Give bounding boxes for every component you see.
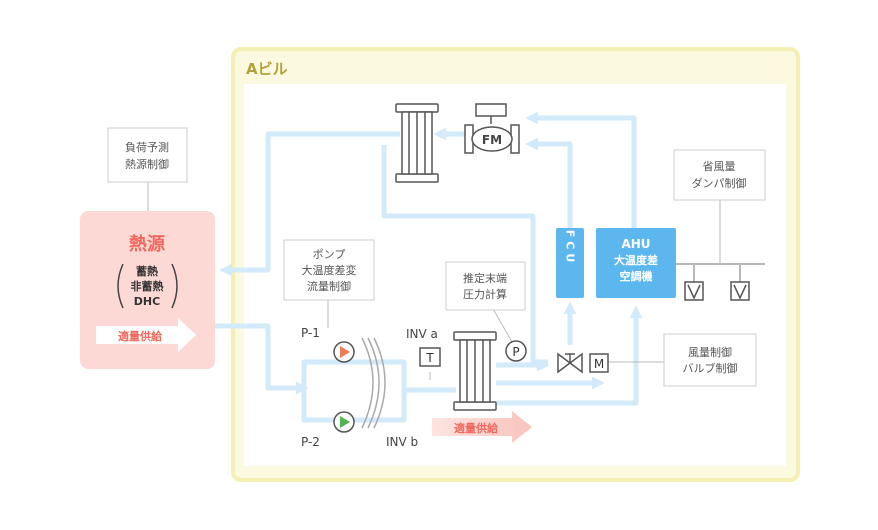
heat-source-line-2: 非蓄熱 xyxy=(131,279,164,293)
valve-motor-label: M xyxy=(594,357,604,371)
load-forecast-line-1: 負荷予測 xyxy=(125,140,169,154)
ahu-line-1: AHU xyxy=(621,237,650,251)
heat-source-bracket-right xyxy=(171,263,178,309)
damper-icon xyxy=(684,281,750,301)
heat-supply-label: 適量供給 xyxy=(118,329,163,343)
fan-damper-box: 省風量 ダンパ制御 xyxy=(673,149,766,201)
pump-p1 xyxy=(333,341,355,363)
pipe-ahu-to-fm xyxy=(525,111,637,228)
air-valve-line-1: 風量制御 xyxy=(688,345,732,359)
inverter-b-label: INV b xyxy=(386,435,418,449)
bottom-supply-arrow: 適量供給 xyxy=(432,411,532,443)
fcu-unit: FCU xyxy=(556,228,584,298)
fan-damper-line-1: 省風量 xyxy=(703,160,736,173)
pipe-supply-main xyxy=(214,323,309,395)
temperature-sensor-icon xyxy=(419,347,441,367)
ahu-line-3: 空調機 xyxy=(620,269,653,283)
pressure-sensor-icon xyxy=(505,340,527,362)
fan-damper-line-2: ダンパ制御 xyxy=(692,176,747,190)
pump-p1-label: P-1 xyxy=(301,326,320,340)
pump-p2 xyxy=(333,411,355,433)
bottom-supply-label: 適量供給 xyxy=(454,421,499,435)
pipe-network xyxy=(214,111,643,423)
ahu-line-2: 大温度差 xyxy=(614,253,658,267)
pressure-calc-line-2: 圧力計算 xyxy=(463,287,507,301)
load-forecast-line-2: 熱源制御 xyxy=(125,157,169,171)
pump-p2-label: P-2 xyxy=(301,435,320,449)
heat-source-line-1: 蓄熱 xyxy=(136,264,158,278)
pipe-hx-to-ahu xyxy=(496,305,643,406)
temperature-sensor-label: T xyxy=(425,351,434,365)
pump-control-box: ポンプ 大温度差変 流量制御 xyxy=(283,239,375,301)
pump-control-line-1: ポンプ xyxy=(313,248,346,261)
pipe-hx-to-valve xyxy=(381,145,548,365)
pump-control-line-3: 流量制御 xyxy=(307,279,351,293)
load-forecast-box: 負荷予測 熱源制御 xyxy=(107,127,188,183)
heat-exchanger-bottom xyxy=(453,331,497,411)
pump-control-line-2: 大温度差変 xyxy=(302,263,357,277)
heat-source-line-3: DHC xyxy=(134,295,160,308)
air-valve-box: 風量制御 バルブ制御 xyxy=(663,333,757,387)
inverter-a-label: INV a xyxy=(406,327,438,341)
heat-supply-arrow xyxy=(96,318,196,352)
pressure-calc-box: 推定末端 圧力計算 xyxy=(445,261,526,311)
flow-meter-label: FM xyxy=(482,133,502,147)
control-valve-icon xyxy=(557,352,609,374)
pressure-calc-line-1: 推定末端 xyxy=(463,271,507,285)
heat-source-title: 熱源 xyxy=(129,233,165,255)
pipe-return-top xyxy=(219,131,400,277)
ahu-unit: AHU 大温度差 空調機 xyxy=(596,228,676,298)
building-label: Aビル xyxy=(246,60,288,78)
inverter-arcs xyxy=(361,337,386,429)
fcu-label: FCU xyxy=(564,230,577,267)
heat-source-bracket-left xyxy=(117,263,124,309)
pipe-fcu-to-fm xyxy=(525,137,573,228)
heat-exchanger-top xyxy=(395,103,439,183)
air-duct xyxy=(676,200,765,282)
heat-source-panel: 熱源 蓄熱 非蓄熱 DHC 適量供給 xyxy=(80,211,215,369)
pressure-sensor-label: P xyxy=(512,345,519,359)
flow-meter-icon xyxy=(464,103,520,154)
air-valve-line-2: バルブ制御 xyxy=(683,361,738,375)
